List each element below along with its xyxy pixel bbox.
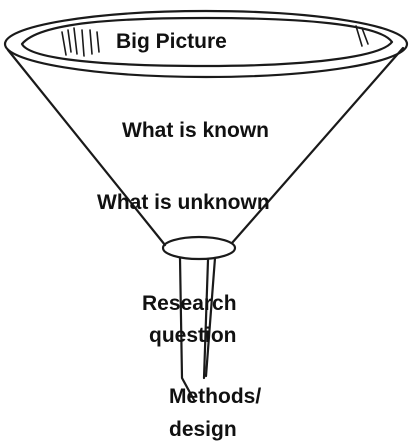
stage-methods-design-line-2: design <box>169 418 237 441</box>
stage-research-question-line-2: question <box>149 324 237 347</box>
funnel-right-side <box>230 46 405 245</box>
stage-methods-design-line-1: Methods/ <box>169 385 262 408</box>
stage-methods-design: Methods/ design <box>169 380 261 444</box>
stage-big-picture: Big Picture <box>116 29 227 54</box>
stage-big-picture-line-1: Big Picture <box>116 30 227 53</box>
stage-what-is-known-line-1: What is known <box>122 119 269 142</box>
stage-what-is-known: What is known <box>122 118 269 143</box>
rim-hatching <box>61 25 369 57</box>
funnel-spout-right-2 <box>202 258 210 380</box>
stage-research-question-line-1: Research <box>142 292 237 315</box>
funnel-rim-inner <box>20 16 394 68</box>
stage-what-is-unknown-line-1: What is unknown <box>97 191 270 214</box>
funnel-spout-right <box>204 256 217 378</box>
funnel-spout-left <box>178 256 196 402</box>
funnel-neck <box>161 235 237 261</box>
stage-what-is-unknown: What is unknown <box>97 190 270 215</box>
funnel-rim-outer <box>3 9 409 79</box>
funnel-left-side <box>6 48 167 247</box>
stage-research-question: Research question <box>142 288 237 352</box>
